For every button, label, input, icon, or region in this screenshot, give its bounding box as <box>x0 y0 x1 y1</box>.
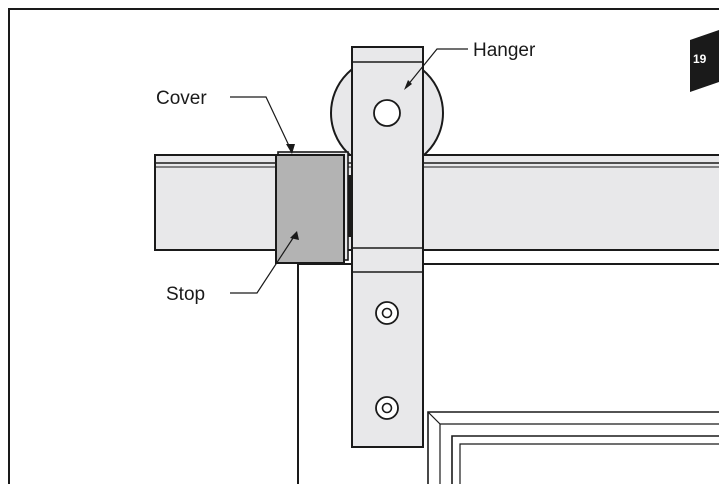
cover-arrowhead <box>286 144 295 154</box>
hanger-leader <box>406 48 468 87</box>
step-badge: 19 <box>690 30 719 92</box>
cover-block <box>275 154 345 264</box>
stop-leader <box>230 234 296 294</box>
cover <box>275 154 345 264</box>
cover-leader <box>230 96 292 151</box>
rail-body <box>154 154 719 251</box>
leader-lines <box>230 48 468 294</box>
bolt-upper <box>375 301 399 325</box>
hanger-strap <box>351 46 424 448</box>
stop-arrowhead <box>290 231 299 240</box>
door-panel-innermost <box>459 443 719 484</box>
label-stop: Stop <box>166 284 205 305</box>
bolt-lower-socket <box>381 402 393 414</box>
bolt-upper-socket <box>381 307 393 319</box>
label-cover: Cover <box>156 88 207 109</box>
hanger-arrowhead <box>404 80 412 90</box>
stop-block <box>344 175 354 237</box>
step-badge-shape <box>690 30 719 92</box>
step-number: 19 <box>693 52 707 66</box>
bolt-lower <box>375 396 399 420</box>
axle-hole <box>373 99 401 127</box>
door-panel-inner <box>451 435 719 484</box>
label-hanger: Hanger <box>473 40 536 61</box>
door-panel-miter <box>427 411 441 425</box>
track-rail <box>154 154 719 251</box>
